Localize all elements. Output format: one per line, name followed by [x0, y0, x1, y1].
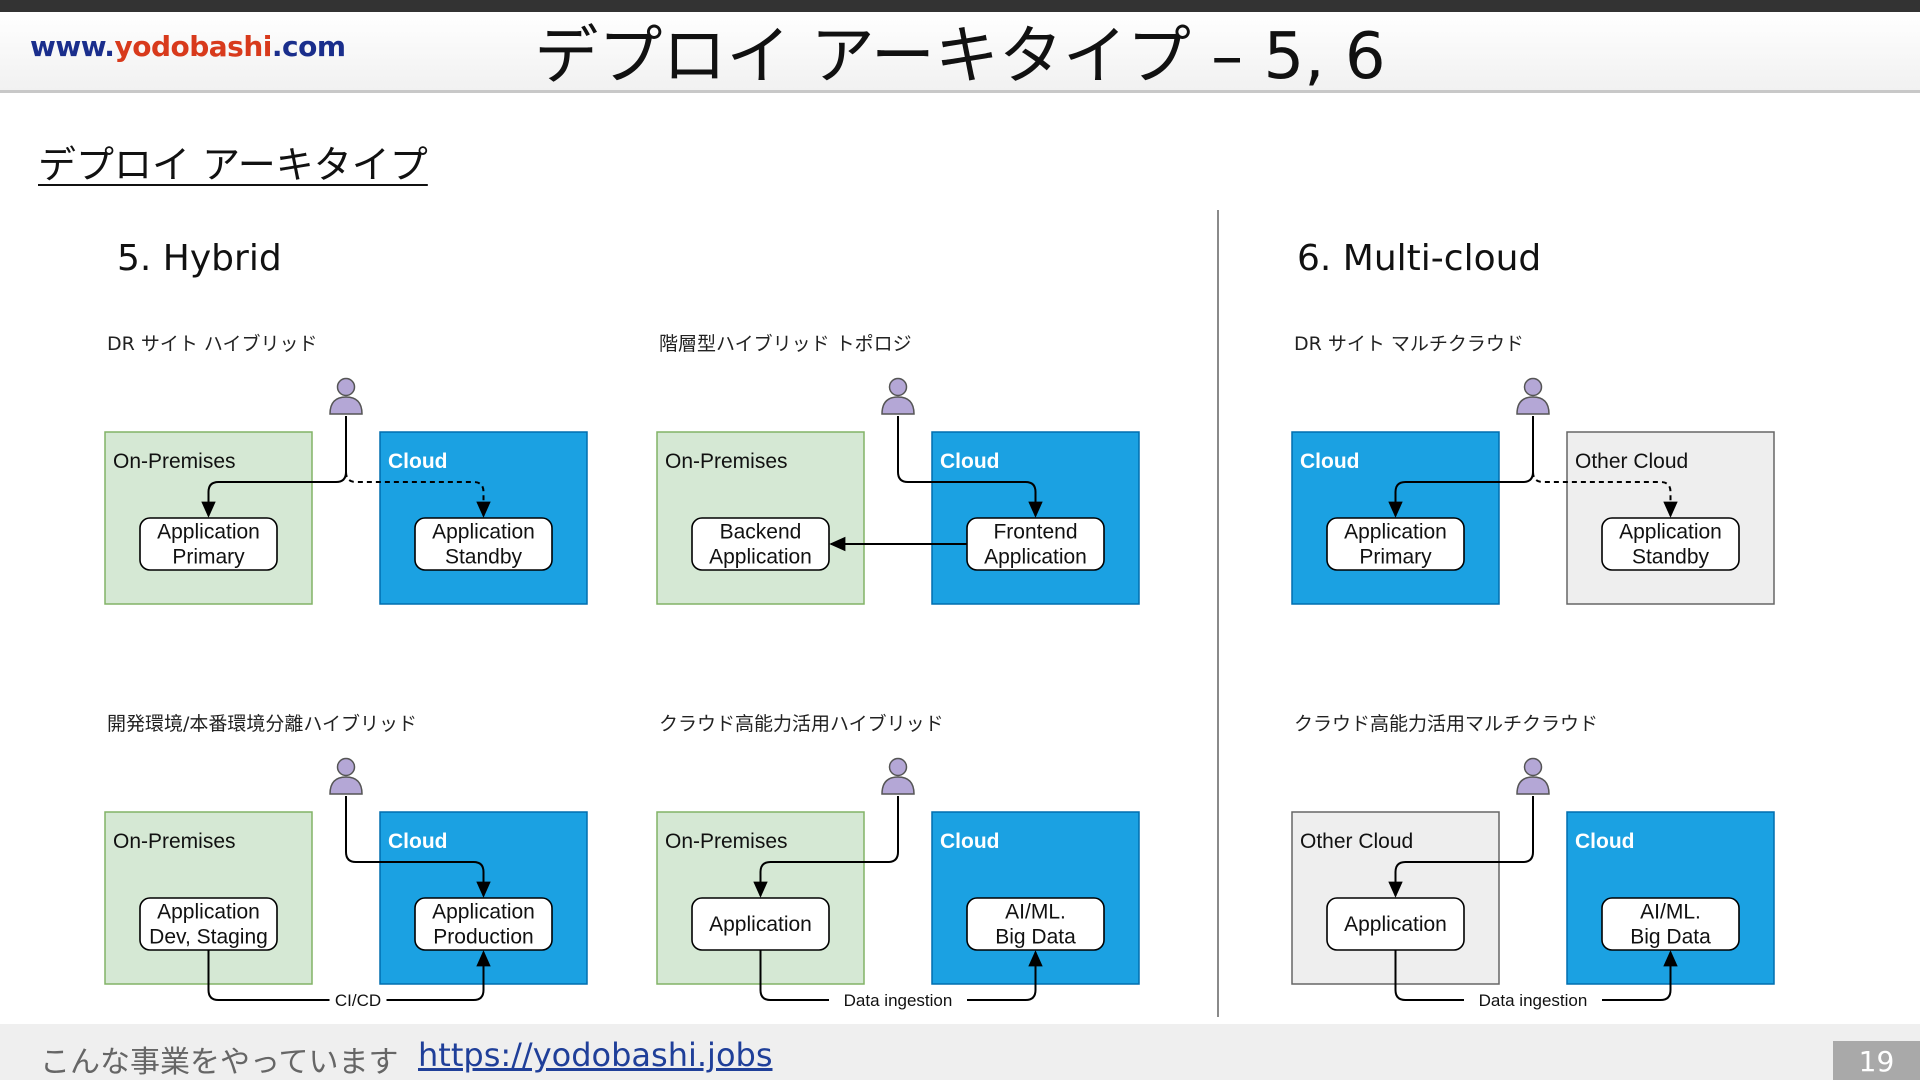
diagram-dr-site-hybrid: DR サイト ハイブリッド On-Premises CloudApplication…: [104, 332, 588, 605]
zone-label: On-Premises: [113, 830, 236, 853]
zone-label: On-Premises: [665, 450, 788, 473]
user-icon: [1516, 757, 1550, 795]
diagram-dr-site-multicloud: DR サイト マルチクラウド Cloud Other CloudApplicatio…: [1291, 333, 1775, 605]
app-label: Application: [1344, 913, 1447, 936]
user-icon: [881, 757, 915, 795]
user-body: [881, 776, 915, 795]
user-icon: [329, 757, 363, 795]
app-label: Application: [709, 913, 812, 936]
edge-label-bg: [1464, 989, 1602, 1011]
diagram-caption: DR サイト ハイブリッド: [107, 332, 318, 355]
connector-frontend: [897, 416, 1043, 518]
edge-label-bg: [829, 989, 967, 1011]
zone-label: Cloud: [388, 450, 447, 473]
user-body: [881, 396, 915, 415]
page-number: 19: [1833, 1041, 1920, 1080]
zone-label: Cloud: [940, 830, 999, 853]
user-body: [329, 396, 363, 415]
slide-title: デプロイ アーキタイプ – 5, 6: [534, 20, 1386, 94]
yodobashi-logo: www.yodobashi.com: [30, 30, 346, 63]
app-box: [1326, 517, 1465, 571]
connector-standby: [345, 471, 491, 518]
user-head: [336, 377, 356, 397]
user-icon: [881, 377, 915, 415]
diagram-caption: 開発環境/本番環境分離ハイブリッド: [107, 712, 417, 735]
section-multicloud-heading: 6. Multi-cloud: [1297, 238, 1542, 279]
footer-text: こんな事業をやっています: [40, 1045, 399, 1080]
zone-label: Cloud: [1300, 450, 1359, 473]
user-head: [1523, 757, 1543, 777]
edge-label: CI/CD: [335, 991, 381, 1010]
diagram-caption: クラウド高能力活用マルチクラウド: [1294, 713, 1598, 735]
jobs-link[interactable]: https://yodobashi.jobs: [418, 1036, 773, 1074]
app-box: [966, 897, 1105, 951]
app-box: [414, 517, 553, 571]
app-label: AI/ML.Big Data: [1630, 901, 1711, 949]
zone-label: On-Premises: [665, 830, 788, 853]
slide-header: [0, 12, 1920, 93]
user-icon: [329, 377, 363, 415]
zone-label: Cloud: [388, 830, 447, 853]
diagram-caption: 階層型ハイブリッド トポロジ: [659, 332, 912, 355]
user-body: [1516, 396, 1550, 415]
user-head: [888, 377, 908, 397]
top-bar: [0, 0, 1920, 12]
app-label: AI/ML.Big Data: [995, 901, 1076, 949]
user-body: [1516, 776, 1550, 795]
diagram-caption: クラウド高能力活用ハイブリッド: [659, 712, 944, 735]
app-box: [966, 517, 1105, 571]
app-box: [139, 517, 278, 571]
diagram-caption: DR サイト マルチクラウド: [1294, 333, 1524, 355]
app-box: [1601, 517, 1740, 571]
connector-primary: [1388, 416, 1534, 518]
connector-primary: [201, 416, 347, 518]
connector-user: [1388, 796, 1534, 898]
zone-label: Other Cloud: [1300, 830, 1413, 853]
zone-on-premises: [104, 431, 313, 605]
section-hybrid-heading: 5. Hybrid: [117, 238, 282, 279]
edge-label: Data ingestion: [844, 991, 953, 1010]
app-box: [1601, 897, 1740, 951]
section-divider: [1217, 210, 1219, 1017]
connector-standby: [1532, 471, 1678, 518]
slide-subtitle: デプロイ アーキタイプ: [38, 143, 428, 187]
edge-label-bg: [329, 989, 387, 1011]
user-head: [888, 757, 908, 777]
zone-label: Cloud: [1575, 830, 1634, 853]
footer-bar: [0, 1024, 1920, 1080]
app-box: [691, 897, 830, 951]
user-icon: [1516, 377, 1550, 415]
app-box: [1326, 897, 1465, 951]
zone-label: Cloud: [940, 450, 999, 473]
zone-label: Other Cloud: [1575, 450, 1688, 473]
user-body: [329, 776, 363, 795]
edge-label: Data ingestion: [1479, 991, 1588, 1010]
zone-label: On-Premises: [113, 450, 236, 473]
connector-user: [753, 796, 899, 898]
connector-user: [345, 796, 491, 898]
user-head: [1523, 377, 1543, 397]
app-box: [139, 897, 278, 951]
user-head: [336, 757, 356, 777]
app-box: [414, 897, 553, 951]
app-box: [691, 517, 830, 571]
